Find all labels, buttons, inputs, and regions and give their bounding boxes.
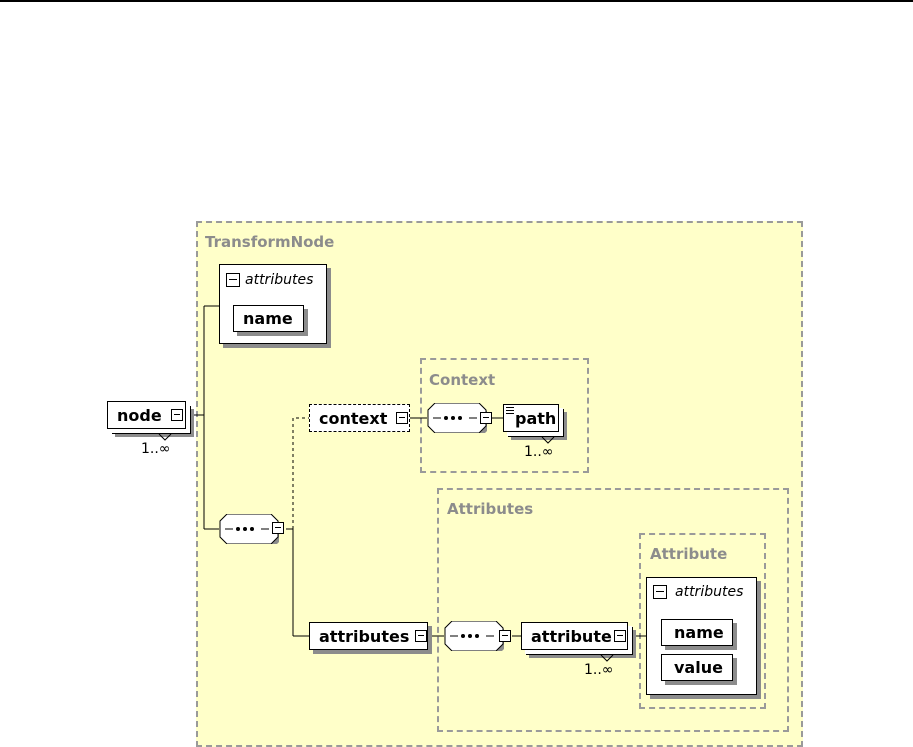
group-context — [420, 358, 589, 473]
group-attribute — [639, 533, 766, 709]
node-repeat-marker-icon — [158, 433, 172, 441]
attribute-attr-value-label: value — [674, 658, 723, 677]
path-documentation-icon — [506, 407, 514, 415]
sequence-compositor-main-icon[interactable] — [219, 514, 279, 544]
attributes-collapse-icon[interactable] — [415, 630, 427, 642]
element-context-label: context — [319, 408, 388, 428]
transformnode-attributes-header: attributes — [245, 272, 314, 288]
attribute-name-label: name — [243, 309, 293, 328]
element-attributes[interactable]: attributes — [309, 622, 428, 650]
element-context[interactable]: context — [309, 404, 410, 432]
sequence-compositor-attributes-icon[interactable] — [444, 621, 504, 651]
context-collapse-icon[interactable] — [396, 412, 408, 424]
path-multiplicity: 1..∞ — [524, 444, 554, 460]
path-repeat-marker-icon — [541, 436, 555, 444]
element-path[interactable]: path — [503, 404, 559, 432]
sequence-main-collapse-icon[interactable] — [272, 522, 284, 534]
attribute-repeat-marker-icon — [600, 654, 614, 662]
attribute-attr-name-label: name — [674, 623, 724, 642]
node-collapse-icon[interactable] — [171, 409, 183, 421]
node-multiplicity: 1..∞ — [141, 441, 171, 457]
group-title-transformnode: TransformNode — [205, 233, 335, 251]
attribute-name[interactable]: name — [233, 305, 304, 332]
sequence-compositor-context-icon[interactable] — [427, 403, 487, 433]
element-attribute-label: attribute — [531, 626, 612, 646]
attribute-attr-name[interactable]: name — [661, 619, 733, 646]
element-attribute[interactable]: attribute — [521, 622, 628, 650]
attribute-attr-value[interactable]: value — [661, 654, 733, 681]
sequence-context-collapse-icon[interactable] — [480, 412, 492, 424]
group-title-attribute: Attribute — [650, 545, 728, 563]
sequence-attributes-collapse-icon[interactable] — [499, 630, 511, 642]
element-attributes-label: attributes — [319, 626, 410, 646]
group-title-attributes: Attributes — [447, 500, 534, 518]
element-node-label: node — [117, 405, 162, 425]
attribute-attributes-header: attributes — [675, 584, 744, 600]
transformnode-attributes-collapse-icon[interactable] — [226, 273, 240, 287]
element-path-label: path — [515, 408, 557, 428]
group-title-context: Context — [429, 371, 496, 389]
attribute-attributes-collapse-icon[interactable] — [653, 585, 667, 599]
group-attributes — [437, 488, 789, 732]
top-rule — [0, 0, 913, 2]
attribute-multiplicity: 1..∞ — [584, 662, 614, 678]
attribute-collapse-icon[interactable] — [614, 630, 626, 642]
